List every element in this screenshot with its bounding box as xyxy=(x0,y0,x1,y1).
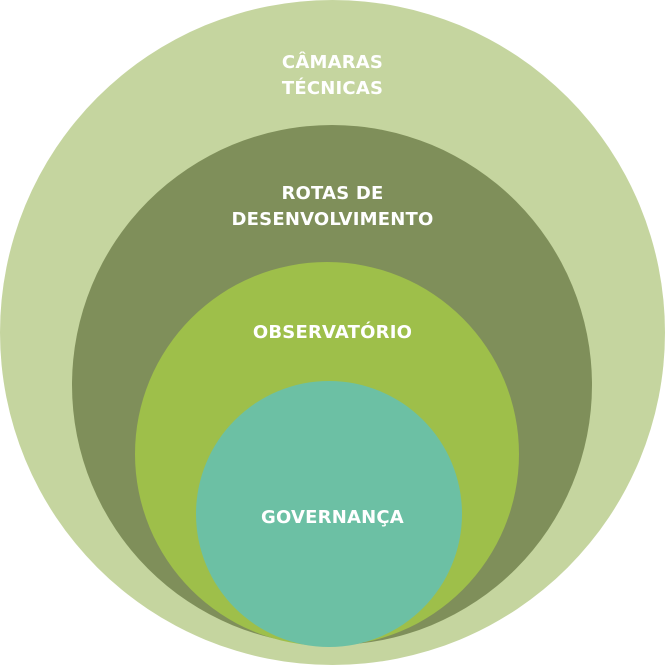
rotas-line-2: DESENVOLVIMENTO xyxy=(231,209,434,230)
camaras-tecnicas-line-1: CÂMARAS xyxy=(281,52,384,73)
rotas-line-1: ROTAS DE xyxy=(281,183,384,204)
camaras-tecnicas-label: CÂMARAS TÉCNICAS xyxy=(0,50,665,102)
observatorio-line-1: OBSERVATÓRIO xyxy=(252,322,413,343)
camaras-tecnicas-line-2: TÉCNICAS xyxy=(281,78,384,99)
governanca-label: GOVERNANÇA xyxy=(0,505,665,531)
observatorio-label: OBSERVATÓRIO xyxy=(0,320,665,346)
governanca-line-1: GOVERNANÇA xyxy=(261,507,404,528)
rotas-de-desenvolvimento-label: ROTAS DE DESENVOLVIMENTO xyxy=(0,181,665,233)
inner-circle-governanca xyxy=(196,381,462,647)
